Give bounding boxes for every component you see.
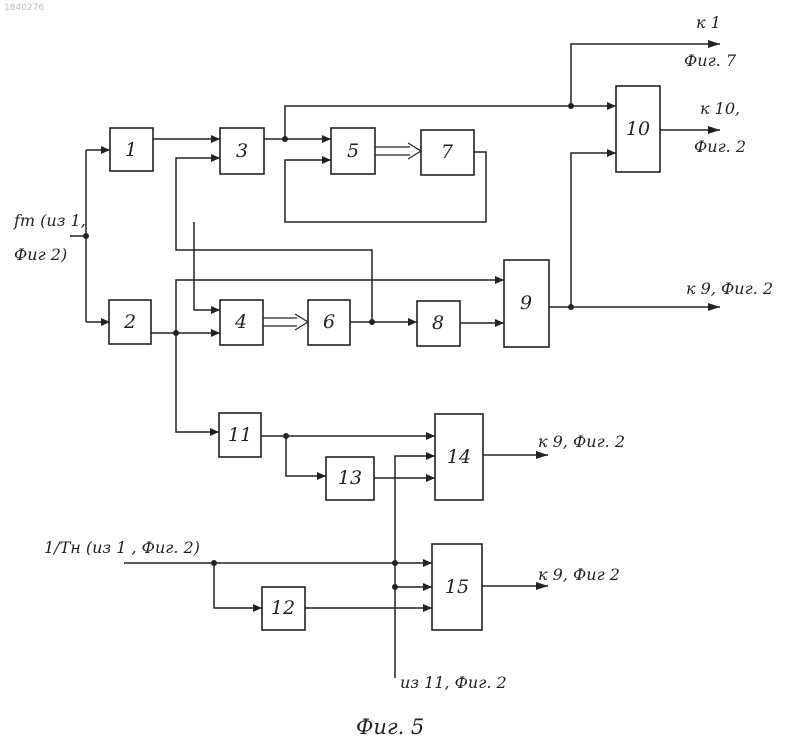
block-14-label: 14 (447, 446, 471, 468)
input-ft-label-line2: Фиг 2) (14, 245, 67, 264)
wire-input-bus (70, 150, 110, 322)
junctions (83, 103, 574, 590)
output-15-label: к 9, Фиг 2 (538, 565, 620, 584)
output-10-label-line2: Фиг. 2 (694, 137, 746, 156)
block-9-label: 9 (520, 292, 532, 314)
block-11-label: 11 (228, 424, 252, 446)
block-13-label: 13 (338, 467, 362, 489)
block-14: 14 (435, 414, 483, 500)
watermark: 1840276 (4, 3, 44, 13)
block-6-label: 6 (323, 311, 335, 333)
block-1-label: 1 (125, 139, 137, 161)
block-5-label: 5 (347, 140, 359, 162)
wire-2-11 (176, 333, 219, 432)
block-1: 1 (110, 128, 153, 171)
block-2: 2 (109, 300, 151, 344)
wire-6-feedback-3 (176, 158, 372, 322)
block-13: 13 (326, 457, 374, 500)
block-15-label: 15 (445, 576, 469, 598)
block-10: 10 (616, 86, 660, 172)
block-3-label: 3 (236, 140, 248, 162)
block-12: 12 (262, 587, 305, 630)
block-11: 11 (219, 413, 261, 457)
block-5: 5 (331, 128, 375, 174)
wire-11-13 (286, 436, 326, 476)
bus-5-7 (375, 143, 421, 159)
block-4-label: 4 (234, 311, 247, 333)
block-6: 6 (308, 300, 350, 345)
block-3: 3 (220, 128, 264, 174)
wire-in-11 (395, 456, 435, 678)
block-12-label: 12 (271, 597, 295, 619)
output-10-label-line1: к 10, (700, 99, 740, 118)
block-8-label: 8 (432, 312, 444, 334)
block-10-label: 10 (626, 118, 650, 140)
block-4: 4 (220, 300, 263, 345)
input-ft-label-line1: fт (из 1, (13, 211, 86, 230)
block-8: 8 (417, 301, 460, 346)
block-9: 9 (504, 260, 549, 347)
input-tn-label: 1/Tн (из 1 , Фиг. 2) (44, 538, 200, 557)
block-7-label: 7 (441, 141, 454, 163)
output-top-label-line1: к 1 (696, 13, 721, 32)
wire-tn-12 (214, 563, 262, 608)
output-14-label: к 9, Фиг. 2 (538, 432, 625, 451)
wire-loop-to-4 (194, 222, 220, 310)
bus-4-6 (263, 314, 308, 330)
wire-9-10 (571, 153, 616, 307)
block-7: 7 (421, 130, 474, 175)
figure-caption: Фиг. 5 (356, 715, 424, 739)
block-15: 15 (432, 544, 482, 630)
output-top-label-line2: Фиг. 7 (684, 51, 737, 70)
output-9-label: к 9, Фиг. 2 (686, 279, 773, 298)
input-11-label: из 11, Фиг. 2 (400, 673, 507, 692)
block-2-label: 2 (123, 311, 136, 333)
